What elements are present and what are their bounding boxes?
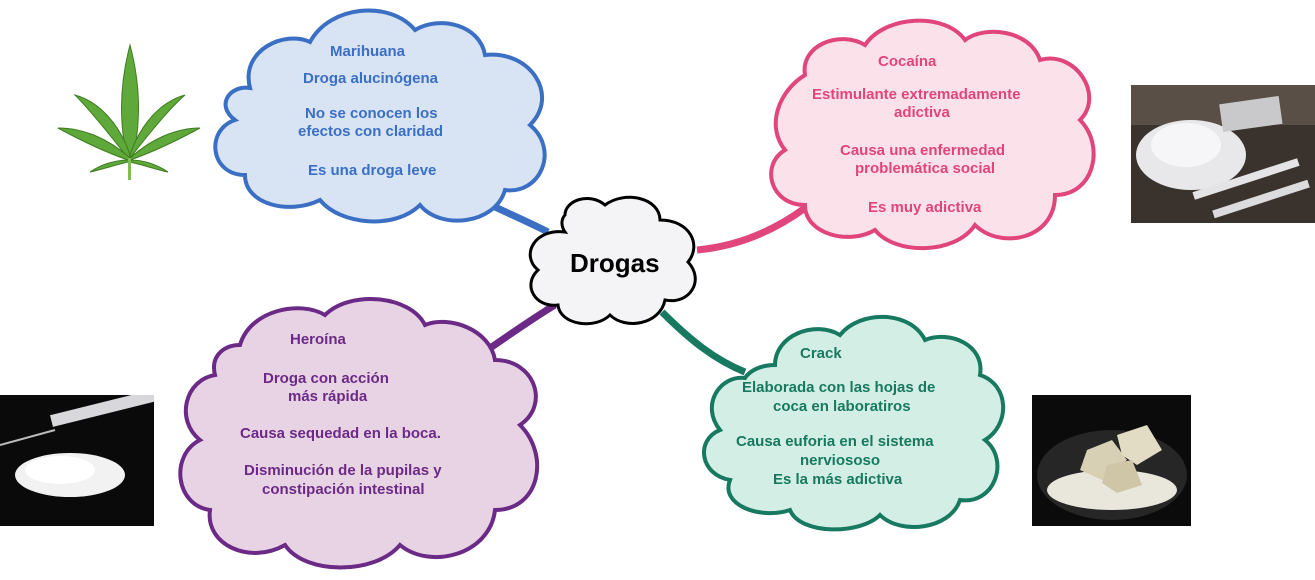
node-line: Es muy adictiva — [868, 199, 982, 216]
cannabis-leaf-image — [57, 43, 201, 180]
node-line: Causa euforia en el sistema — [736, 433, 934, 450]
node-title-marihuana: Marihuana — [330, 43, 406, 60]
connector-crack — [659, 309, 747, 376]
cloud-heroina — [178, 297, 540, 570]
node-line: Droga con acción — [263, 370, 389, 387]
node-title-crack: Crack — [800, 345, 842, 362]
cloud-center — [528, 195, 697, 326]
node-line: problemática social — [855, 160, 996, 177]
node-line: Es una droga leve — [308, 162, 437, 179]
crack-rocks-image — [1032, 395, 1191, 526]
node-line: Elaborada con las hojas de — [742, 379, 936, 396]
cocaine-powder-image — [1131, 85, 1315, 223]
node-title-heroina: Heroína — [290, 331, 346, 348]
node-line: coca en laboratiros — [773, 398, 911, 415]
center-label: Drogas — [570, 248, 660, 278]
node-title-cocaina: Cocaína — [878, 53, 937, 70]
node-line: Disminución de la pupilas y — [244, 462, 442, 479]
cloud-marihuana — [213, 8, 547, 224]
node-line: constipación intestinal — [262, 481, 425, 498]
node-line: No se conocen los — [305, 105, 438, 122]
node-line: efectos con claridad — [298, 123, 444, 140]
node-line: nerviososo — [800, 452, 881, 469]
node-line: adictiva — [894, 104, 950, 121]
cloud-cocaina — [769, 18, 1096, 251]
cloud-crack — [702, 314, 1006, 532]
node-line: Es la más adictiva — [773, 471, 903, 488]
node-line: Causa sequedad en la boca. — [240, 425, 441, 442]
connector-cocaina — [696, 205, 808, 254]
node-line: más rápida — [288, 388, 368, 405]
syringe-powder-image — [0, 395, 154, 526]
node-line: Causa una enfermedad — [840, 142, 1006, 159]
node-line: Droga alucinógena — [303, 70, 439, 87]
node-line: Estimulante extremadamente — [812, 86, 1021, 103]
